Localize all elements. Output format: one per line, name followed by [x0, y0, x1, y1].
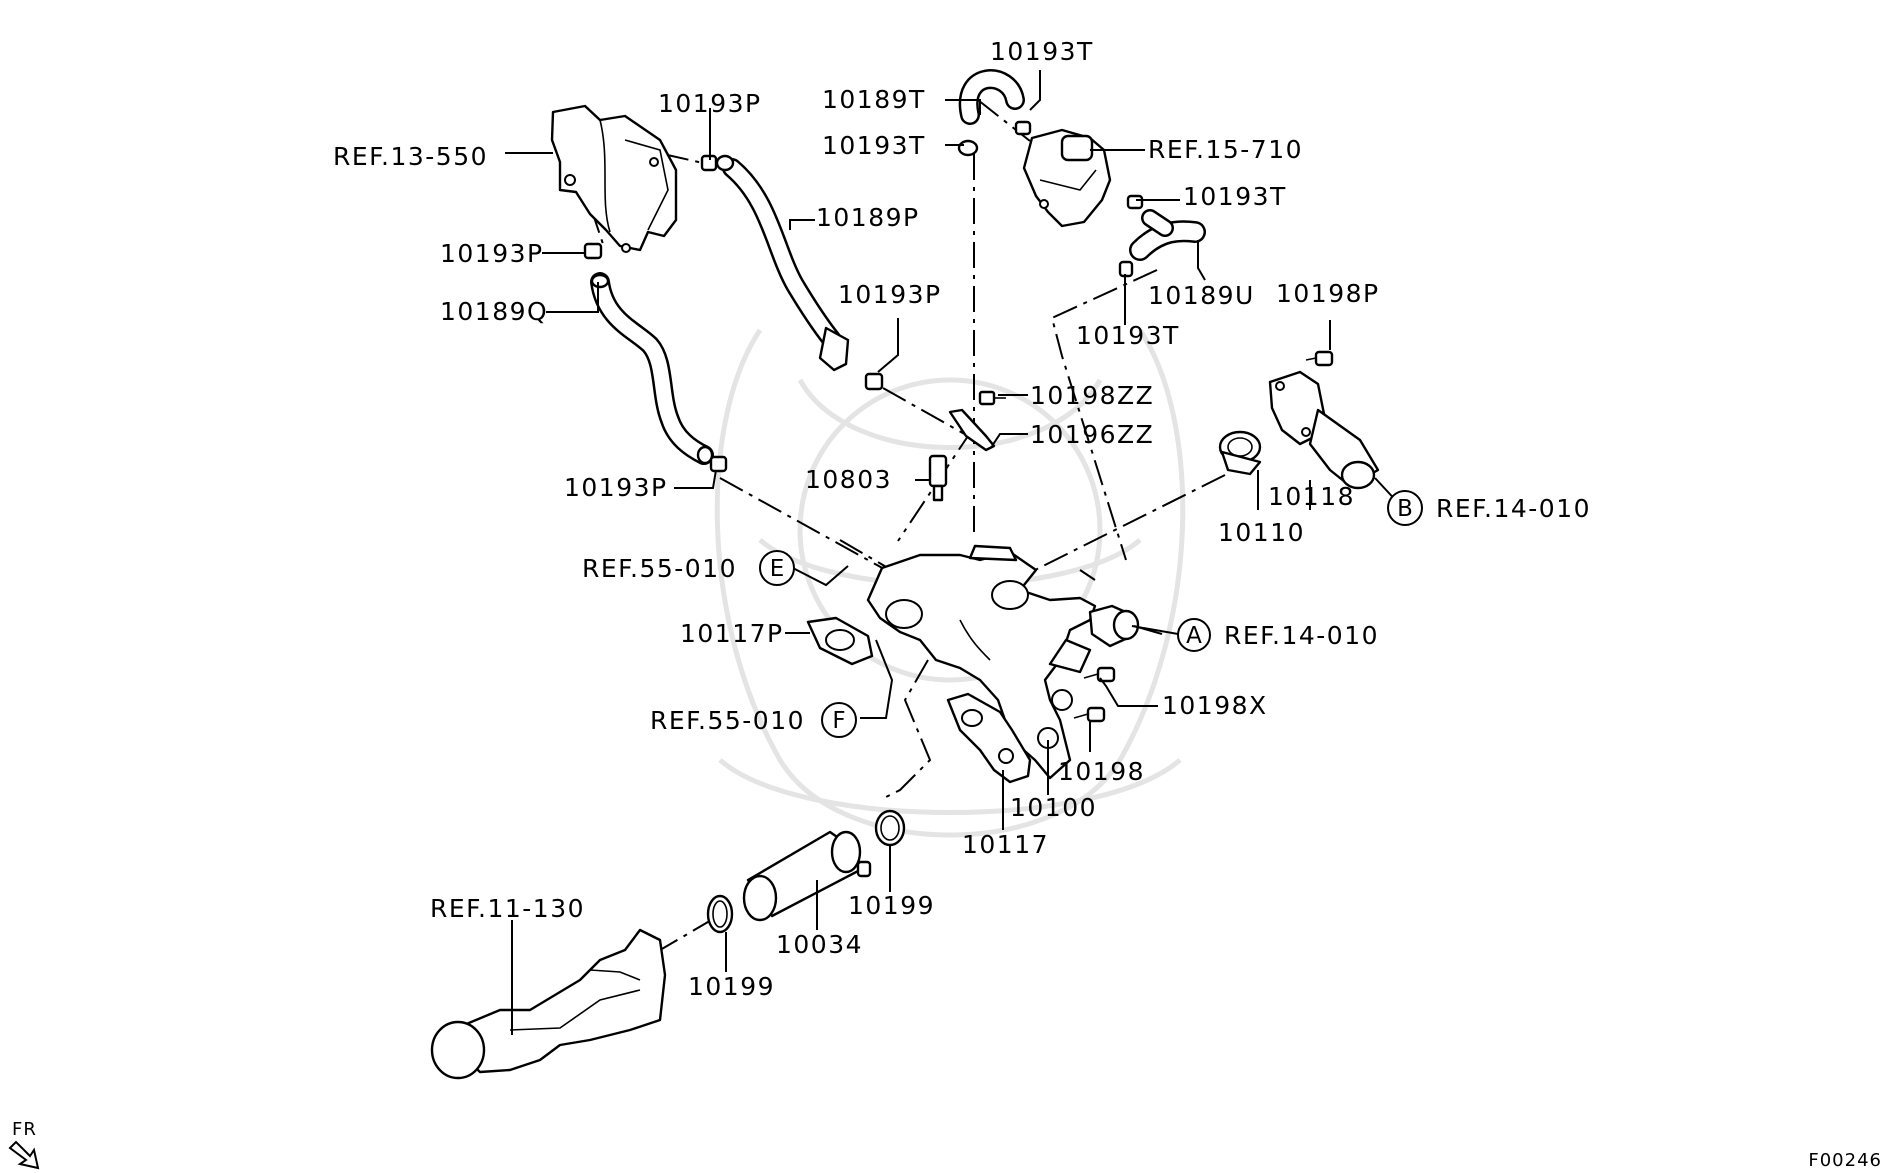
bolt-10198ZZ — [978, 390, 1006, 406]
label-10196ZZ: 10196ZZ — [1030, 420, 1154, 449]
hose-10189P — [715, 154, 850, 372]
circle-marker-B: B — [1387, 490, 1423, 526]
ref-15-710-valve — [1022, 128, 1112, 228]
label-10034: 10034 — [776, 930, 863, 959]
bracket-10196ZZ — [948, 408, 996, 452]
callout-labels: 10193T 10189T 10193T REF.15-710 10193T 1… — [333, 37, 1591, 1001]
hose-10189U — [1129, 209, 1206, 261]
clamp-10193T-4 — [1118, 260, 1134, 278]
svg-text:E: E — [770, 556, 785, 582]
label-10110: 10110 — [1218, 518, 1305, 547]
circle-marker-A: A — [1131, 618, 1211, 652]
water-outlet-10100 — [866, 544, 1140, 780]
label-10193T-top: 10193T — [990, 37, 1094, 66]
thermostat-10110 — [1218, 430, 1262, 476]
label-10193T-right: 10193T — [1183, 182, 1287, 211]
svg-text:A: A — [1186, 623, 1202, 649]
label-10117: 10117 — [962, 830, 1049, 859]
diagram-code: F00246 — [1808, 1150, 1882, 1171]
clamp-10193P-3 — [864, 372, 884, 391]
o-ring-10199-left — [706, 894, 734, 934]
ref-13-550-housing — [550, 104, 678, 253]
label-ref-14-010-b: REF.14-010 — [1436, 494, 1591, 523]
circle-marker-F: F — [821, 702, 857, 738]
label-10193P-left: 10193P — [440, 239, 544, 268]
thermostat-housing-10118 — [1268, 370, 1380, 490]
hose-10189Q — [590, 272, 714, 465]
label-10198: 10198 — [1058, 757, 1145, 786]
front-direction-indicator: FR — [8, 1119, 40, 1170]
label-10189P: 10189P — [816, 203, 920, 232]
label-10198P: 10198P — [1276, 279, 1380, 308]
leader-lines — [505, 70, 1401, 1035]
label-10117P: 10117P — [680, 619, 784, 648]
label-10199-left: 10199 — [688, 972, 775, 1001]
bolt-10198P — [1305, 350, 1334, 367]
bolt-10198 — [1073, 706, 1106, 723]
svg-text:B: B — [1397, 496, 1413, 522]
label-10189U: 10189U — [1148, 281, 1255, 310]
label-ref-11-130: REF.11-130 — [430, 894, 585, 923]
gasket-10117P — [806, 616, 874, 666]
label-ref-13-550: REF.13-550 — [333, 142, 488, 171]
label-10198X: 10198X — [1162, 691, 1268, 720]
ref-11-130-pipe — [430, 928, 667, 1080]
clamp-10193T-1 — [1014, 120, 1032, 136]
label-ref-15-710: REF.15-710 — [1148, 135, 1303, 164]
label-10100: 10100 — [1010, 793, 1097, 822]
clamp-10193P-2 — [583, 242, 603, 260]
circle-marker-E: E — [759, 550, 795, 586]
o-ring-10199-right — [874, 809, 906, 847]
label-10193T-lower: 10193T — [1076, 321, 1180, 350]
label-10189T: 10189T — [822, 85, 926, 114]
clamp-10193P-4 — [709, 455, 728, 473]
label-10193P-mid: 10193P — [838, 280, 942, 309]
label-ref-55-010-f: REF.55-010 — [650, 706, 805, 735]
pipe-10034 — [742, 830, 872, 922]
label-10118: 10118 — [1268, 482, 1355, 511]
clamp-10193T-3 — [1126, 194, 1144, 210]
label-10189Q: 10189Q — [440, 297, 548, 326]
hose-10189T — [958, 69, 1025, 125]
label-10198ZZ: 10198ZZ — [1030, 381, 1154, 410]
gasket-10117 — [946, 692, 1032, 784]
label-ref-14-010-a: REF.14-010 — [1224, 621, 1379, 650]
label-ref-55-010-e: REF.55-010 — [582, 554, 737, 583]
label-10803: 10803 — [805, 465, 892, 494]
label-10193P-low: 10193P — [564, 473, 668, 502]
label-10199-right: 10199 — [848, 891, 935, 920]
bolt-10198X — [1083, 666, 1116, 683]
label-10193T-left: 10193T — [822, 131, 926, 160]
label-10193P-top: 10193P — [658, 89, 762, 118]
direction-arrow-icon — [8, 1140, 40, 1170]
sensor-10803 — [928, 454, 948, 502]
clamp-10193T-2 — [957, 139, 979, 157]
direction-label: FR — [12, 1119, 37, 1140]
svg-text:F: F — [832, 708, 845, 734]
